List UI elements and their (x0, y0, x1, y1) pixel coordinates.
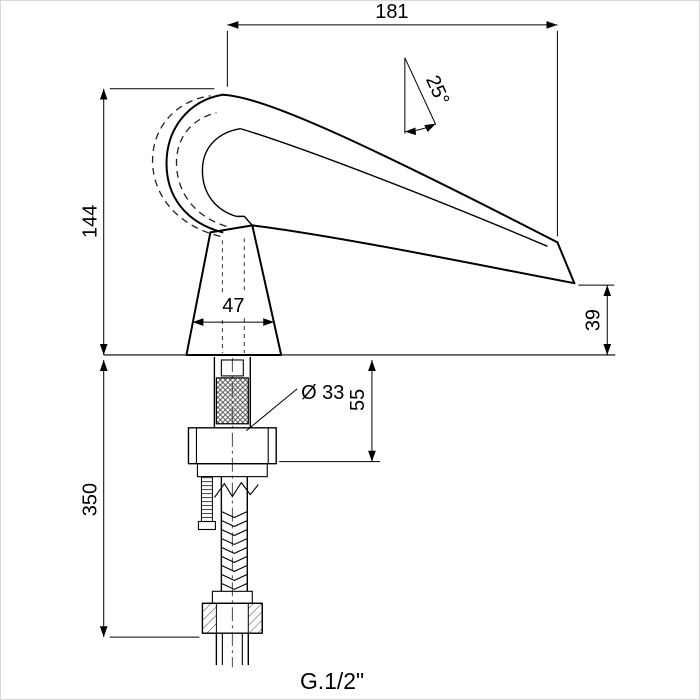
dim-body-width-label: 47 (222, 295, 244, 317)
dim-total-height: 144 (80, 88, 215, 355)
dim-base-section-height-label: 55 (347, 389, 369, 411)
outlet-pipe (215, 633, 249, 666)
handle-phantom-lines (151, 95, 227, 237)
compression-nut (201, 590, 263, 634)
break-squiggle (213, 481, 259, 498)
dim-total-height-label: 144 (80, 205, 102, 238)
dim-spout-angle: 25° (404, 57, 453, 136)
dim-under-counter-height: 350 (80, 359, 200, 638)
dim-body-width: 47 (192, 292, 275, 326)
supply-hose (213, 476, 259, 592)
mounting-shank (213, 356, 251, 428)
thread-size-label: G.1/2" (300, 668, 364, 694)
dim-spout-reach-label: 181 (375, 1, 408, 23)
dim-base-section-height: 55 (279, 359, 380, 463)
flange-nut (187, 427, 277, 478)
dim-hole-diameter-label: Ø 33 (301, 382, 344, 404)
dim-spout-tip-height-label: 39 (582, 309, 604, 331)
fixing-rod (197, 476, 216, 531)
spout (165, 93, 576, 285)
dim-spout-tip-height: 39 (578, 284, 615, 355)
faucet-body (185, 224, 283, 356)
dim-hole-diameter: Ø 33 (245, 382, 344, 432)
dim-spout-reach: 181 (226, 1, 558, 237)
braid-pattern (221, 511, 248, 590)
dim-under-counter-height-label: 350 (80, 483, 102, 516)
